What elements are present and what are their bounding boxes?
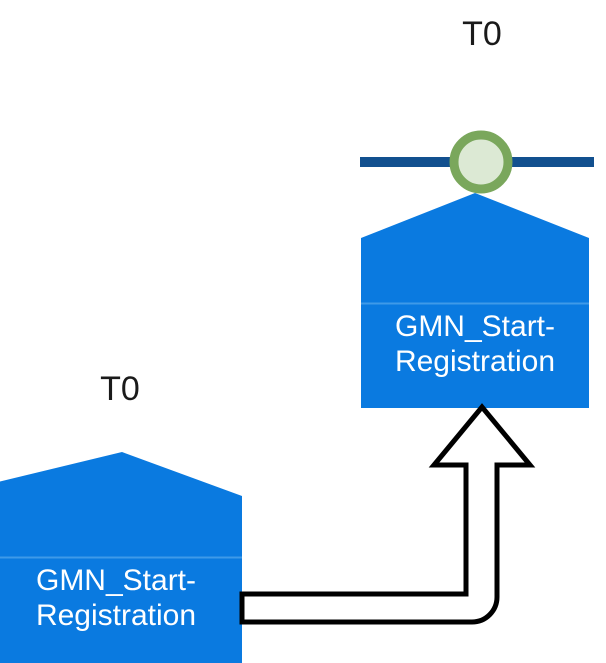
target-node-shape[interactable] <box>361 193 589 408</box>
timeline-event-marker[interactable] <box>449 130 513 194</box>
source-to-target-arrow[interactable] <box>239 403 536 625</box>
target-node-title: GMN_Start- Registration <box>394 310 556 378</box>
source-node-title: GMN_Start- Registration <box>35 564 197 632</box>
source-node-time-label: T0 <box>100 370 140 408</box>
target-node-time-label: T0 <box>462 15 502 53</box>
